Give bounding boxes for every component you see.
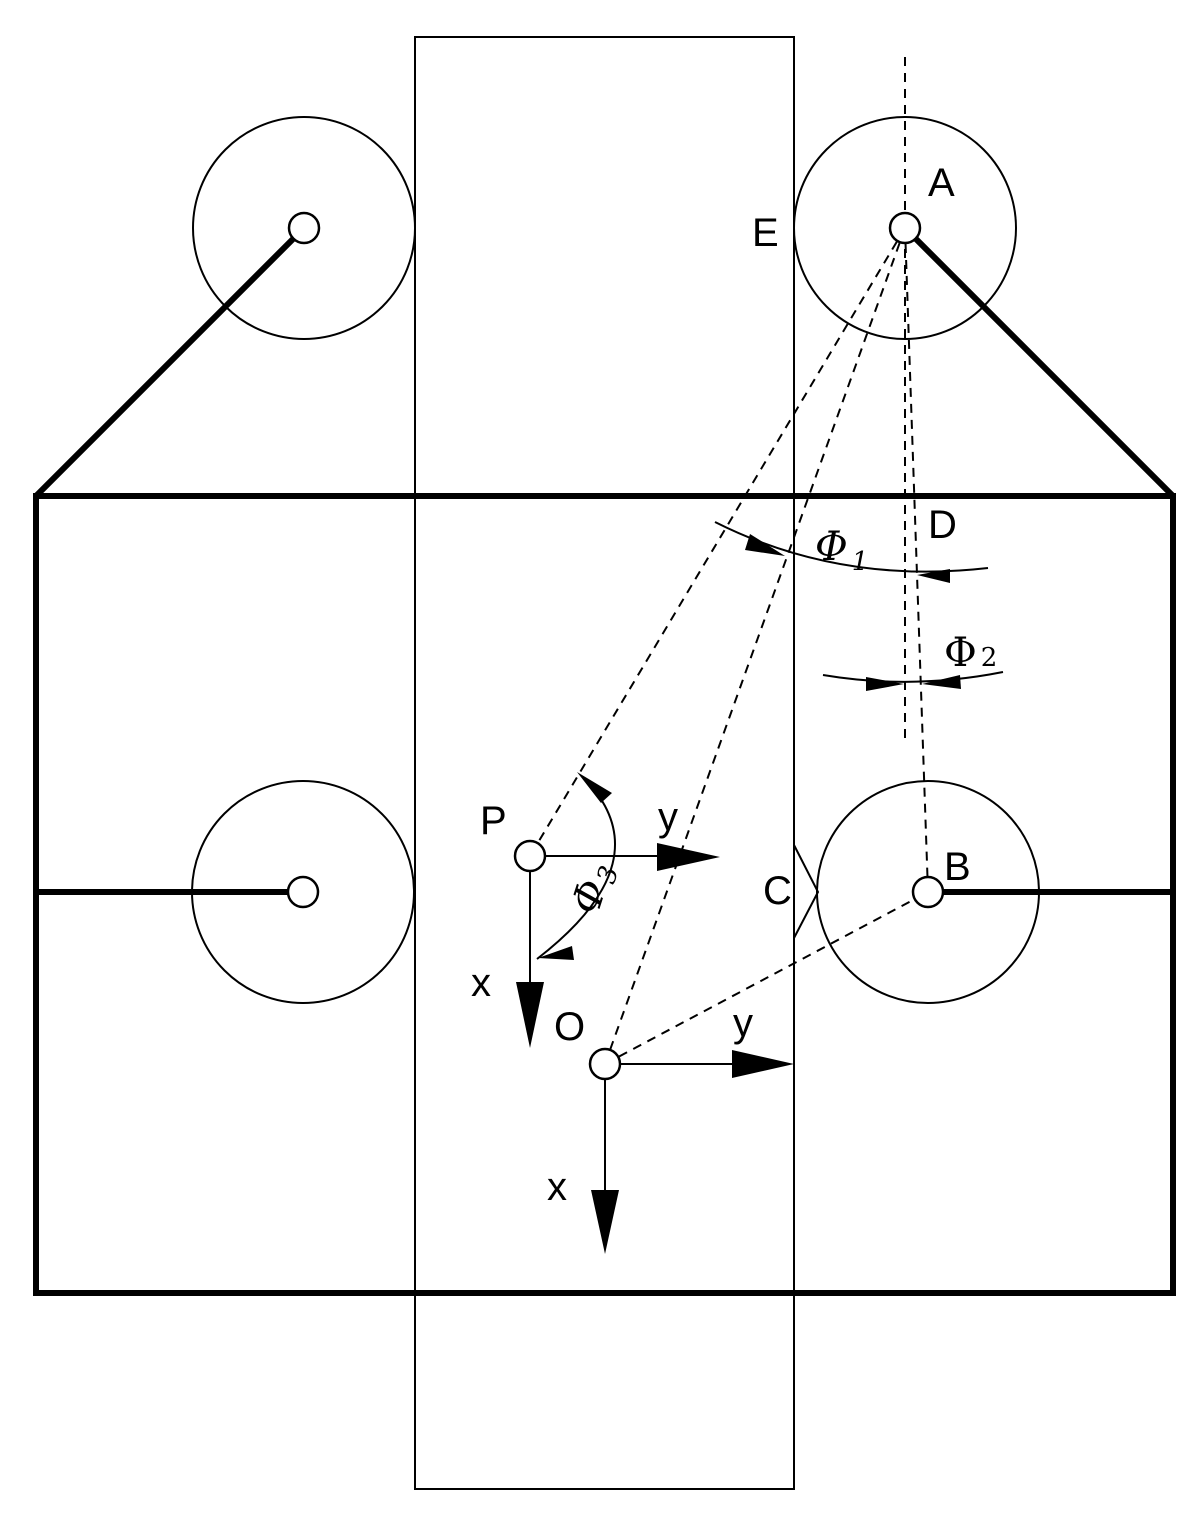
label-a: A [928,161,955,205]
dashed-a-to-b [904,227,929,893]
phi3-arrow-top [577,772,612,803]
pin-o [588,1047,622,1081]
pin-p [513,839,547,873]
point-labels: A E D B C P O [480,161,971,1049]
label-p-y: y [658,795,678,839]
phi1-arrow-left [745,534,785,556]
label-p: P [480,799,507,843]
label-o: O [554,1005,585,1049]
label-phi3: Φ3 [563,857,625,921]
phi2-arc [822,671,1004,683]
label-d: D [928,503,957,547]
dashed-a-to-o [604,227,906,1065]
phi1-arc [714,521,989,573]
coordinate-system-p [516,843,720,1048]
frame-arm-top-right [902,225,1176,499]
label-p-x: x [471,961,491,1005]
label-o-y: y [733,1001,753,1045]
wheel-mid-left [191,780,415,1004]
phi1-symbol: Φ [815,524,848,570]
wheel-top-left [192,116,416,340]
frame-arm-top-left [33,225,307,499]
central-plate [414,36,795,1490]
p-axis-y-arrowhead [657,843,720,871]
angle-arcs [536,521,1004,960]
axis-labels: y x y x [471,795,753,1209]
label-o-x: x [547,1165,567,1209]
label-b: B [944,845,971,889]
pin-a [888,211,922,245]
frame [33,225,1176,1296]
notch-c [793,844,820,939]
phi2-subscript: 2 [981,643,998,673]
p-axis-x-arrowhead [516,982,544,1048]
o-axis-y-arrowhead [732,1050,794,1078]
phi2-arrow-right [922,675,961,689]
label-e: E [752,211,779,255]
construction-lines [529,57,929,1065]
pin-mid-left [286,875,320,909]
dashed-o-to-b [604,891,929,1065]
pin-top-left [287,211,321,245]
phi1-arrow-right [917,569,950,583]
o-axis-x-arrowhead [591,1190,619,1254]
phi2-symbol: Φ [944,630,977,676]
phi2-arrow-left [866,677,904,691]
wheels [191,116,1040,1004]
phi3-arrow-bottom [538,946,574,960]
wheel-top-right [793,116,1017,340]
coordinate-system-o [591,1050,794,1254]
label-c: C [763,869,792,913]
dashed-a-to-p [529,227,906,857]
pin-b [911,875,945,909]
phi1-subscript: 1 [852,547,869,577]
label-phi3-text: Φ3 [563,857,625,921]
pins [286,211,945,1081]
